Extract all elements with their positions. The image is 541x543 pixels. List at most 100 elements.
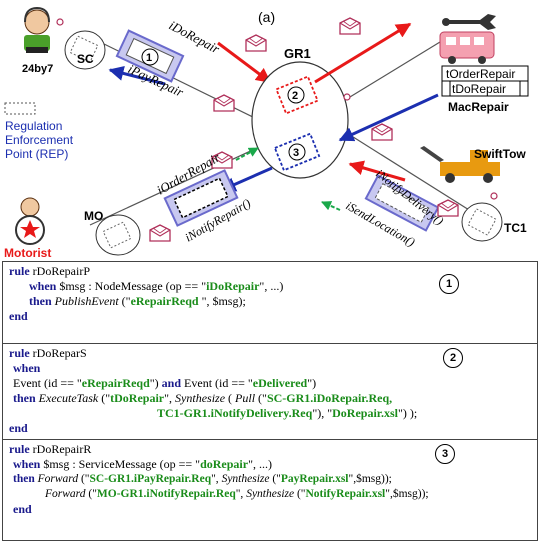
idorepair-arrow xyxy=(217,41,272,84)
macrepair-ops-box xyxy=(441,65,529,97)
rule-string: iDoRepair xyxy=(206,279,260,293)
swifttow-label: SwiftTow xyxy=(474,147,526,161)
end-keyword: end xyxy=(13,502,32,516)
mo-node[interactable] xyxy=(95,214,141,256)
rule-string: TC1-GR1.iNotifyDelivery.Req xyxy=(157,406,313,420)
rule-text: (" xyxy=(269,473,281,485)
rule-string: eDelivered xyxy=(252,376,308,390)
rule-text: ", xyxy=(164,391,176,405)
rule-text: ",$msg)); xyxy=(348,473,392,485)
rule-string: doRepair xyxy=(200,457,249,471)
rule-string: eRepairReqd xyxy=(130,294,202,308)
message-envelope-icon xyxy=(339,17,361,35)
wrench-icon xyxy=(442,14,496,30)
rule-text: (" xyxy=(85,488,97,500)
rule-text: ", ...) xyxy=(248,457,272,471)
message-envelope-icon xyxy=(437,199,459,217)
rule-1-number: 1 xyxy=(439,274,459,294)
rule-text: ") xyxy=(307,376,317,390)
end-keyword: end xyxy=(9,421,28,435)
rule-keyword: rule xyxy=(9,264,30,278)
green-location-arrow xyxy=(321,201,341,211)
legend-line-3: Point (REP) xyxy=(5,147,68,161)
rep-2-number: 2 xyxy=(292,90,298,102)
bus-icon xyxy=(439,31,495,64)
rule-function: ExecuteTask xyxy=(35,391,99,405)
legend-line-2: Enforcement xyxy=(5,133,74,147)
rule-text: ", xyxy=(235,488,247,500)
then-keyword: then xyxy=(13,473,35,485)
inotifydelivery-arrow xyxy=(348,160,406,182)
message-envelope-icon xyxy=(213,94,235,112)
gateway-label: GR1 xyxy=(284,46,311,61)
macrepair-op-1: tOrderRepair xyxy=(446,67,515,81)
green-event-arrow xyxy=(235,147,259,161)
rep-tc1[interactable] xyxy=(364,174,440,232)
tc1-label: TC1 xyxy=(504,221,527,235)
rule-text: (" xyxy=(78,473,90,485)
rep-3[interactable] xyxy=(273,132,321,172)
when-keyword: when xyxy=(29,279,57,293)
rule-name: rDoRepairP xyxy=(29,264,90,278)
macrepair-label: MacRepair xyxy=(448,100,509,114)
rule-string: NotifyRepair.xsl xyxy=(305,488,386,500)
rep-2[interactable] xyxy=(275,75,319,115)
rule-block-3: rule rDoRepairR when $msg : ServiceMessa… xyxy=(3,440,537,540)
end-keyword: end xyxy=(9,309,28,323)
rule-text: (" xyxy=(255,391,267,405)
rule-string: tDoRepair xyxy=(110,391,165,405)
then-keyword: then xyxy=(29,294,52,308)
message-envelope-icon xyxy=(149,224,171,242)
rule-name: rDoRepairR xyxy=(29,442,92,456)
rule-function: Synthesize xyxy=(221,473,270,485)
motorist-icon xyxy=(15,197,45,245)
rule-function: PublishEvent xyxy=(51,294,119,308)
rule-keyword: rule xyxy=(9,442,30,456)
rep-1[interactable] xyxy=(115,29,185,83)
rule-function: Forward xyxy=(45,488,86,500)
macrepair-op-2: tDoRepair xyxy=(452,82,506,96)
sc-label: SC xyxy=(77,52,94,66)
rule-text: $msg : NodeMessage (op == " xyxy=(56,279,207,293)
rule-text: Event (id == " xyxy=(181,376,253,390)
idorepair-label: iDoRepair xyxy=(167,17,223,56)
rules-panel: rule rDoRepairP when $msg : NodeMessage … xyxy=(2,261,538,541)
agent-label: 24by7 xyxy=(22,63,53,75)
rule-string: SC-GR1.iPayRepair.Req xyxy=(89,473,212,485)
rule-text: ", $msg); xyxy=(201,294,246,308)
rule-keyword: rule xyxy=(9,346,30,360)
then-keyword: then xyxy=(13,391,36,405)
rule-block-2: rule rDoReparS when Event (id == "eRepai… xyxy=(3,344,537,440)
rep-1-number: 1 xyxy=(146,52,152,64)
legend-line-1: Regulation xyxy=(5,119,62,133)
rule-text: ( xyxy=(225,391,236,405)
tc1-node[interactable] xyxy=(461,202,503,242)
rule-text: (" xyxy=(294,488,306,500)
rule-3-number: 3 xyxy=(435,444,455,464)
rep-3-number: 3 xyxy=(293,147,299,159)
rule-text: "), " xyxy=(312,406,333,420)
rule-text: Event (id == " xyxy=(13,376,82,390)
rule-function: Forward xyxy=(34,473,79,485)
rule-text: $msg : ServiceMessage (op == " xyxy=(40,457,201,471)
message-envelope-icon xyxy=(245,34,267,52)
motorist-label: Motorist xyxy=(4,246,51,260)
rule-text: ", xyxy=(211,473,222,485)
mo-label: MO xyxy=(84,209,103,223)
rep-mo[interactable] xyxy=(163,169,239,227)
architecture-diagram: SC 24by7 1 iDoRepair iPayRepair (a) GR1 … xyxy=(4,6,529,260)
sc-node[interactable] xyxy=(64,30,106,70)
rule-string: PayRepair.xsl xyxy=(280,473,349,485)
rule-text: ") ); xyxy=(398,406,418,420)
rule-function: Synthesize xyxy=(175,391,226,405)
rule-text: ", ...) xyxy=(259,279,284,293)
rule-name: rDoReparS xyxy=(29,346,87,360)
when-keyword: when xyxy=(13,361,41,375)
tow-truck-icon xyxy=(420,146,500,183)
rule-text: ",$msg)); xyxy=(385,488,429,500)
ipayrepair-arrow xyxy=(108,66,166,86)
agent-icon xyxy=(24,6,50,53)
and-keyword: and xyxy=(161,376,182,390)
legend-rep-symbol xyxy=(4,102,36,115)
